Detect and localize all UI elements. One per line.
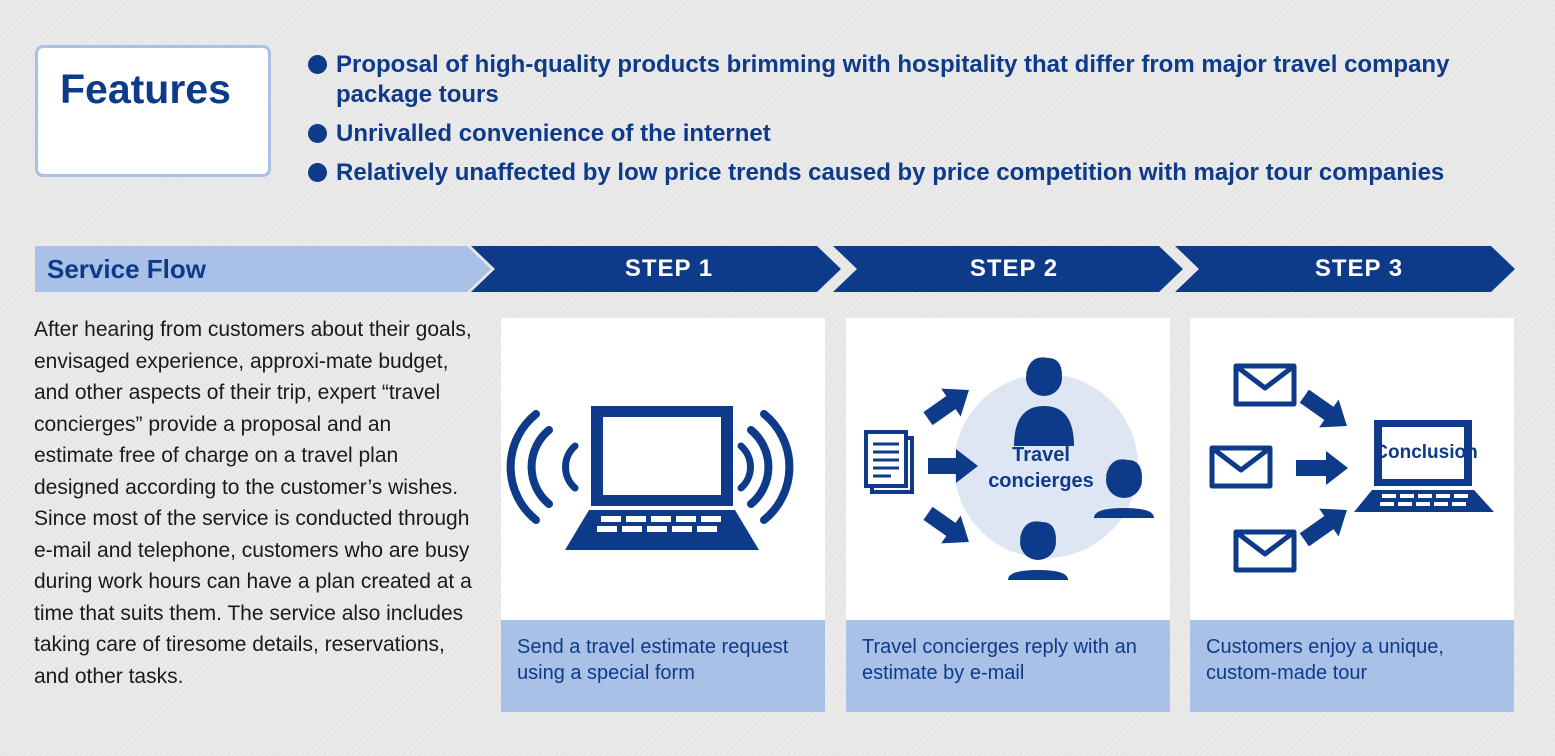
step-1-caption: Send a travel estimate request using a s… xyxy=(501,620,825,712)
service-flow-banner: Service Flow STEP 1 STEP 2 STEP 3 xyxy=(35,246,1515,292)
service-description: After hearing from customers about their… xyxy=(34,318,472,688)
document-icon xyxy=(864,430,914,494)
feature-item: Unrivalled convenience of the internet xyxy=(306,119,1536,149)
step-3-caption: Customers enjoy a unique, custom-made to… xyxy=(1190,620,1514,712)
concierges-label: Travel concierges xyxy=(988,444,1094,492)
step-1-panel: Send a travel estimate request using a s… xyxy=(501,318,825,712)
service-flow-title: Service Flow xyxy=(47,254,206,284)
features-box: Features xyxy=(35,45,271,177)
feature-item: Relatively unaffected by low price trend… xyxy=(306,158,1536,188)
step-3-chevron xyxy=(1175,246,1515,292)
step-1-chevron xyxy=(471,246,841,292)
features-list: Proposal of high-quality products brimmi… xyxy=(306,50,1536,197)
step-2-caption: Travel concierges reply with an estimate… xyxy=(846,620,1170,712)
conclusion-label: Conclusion xyxy=(1374,442,1478,463)
feature-text: Proposal of high-quality products brimmi… xyxy=(336,51,1450,108)
mail-to-laptop-icon xyxy=(1209,363,1494,573)
flow-title-segment xyxy=(35,246,491,292)
flow-chevrons xyxy=(35,246,1515,292)
concierges-icon xyxy=(864,357,1154,580)
bullet-icon xyxy=(308,163,327,182)
features-title: Features xyxy=(60,66,231,112)
bullet-icon xyxy=(308,55,327,74)
step-2-label: STEP 2 xyxy=(969,255,1059,282)
step-2-chevron xyxy=(833,246,1183,292)
step-2-panel: Travel concierges Travel concierges repl… xyxy=(846,318,1170,712)
step-3-panel: Conclusion Customers enjoy a unique, cus… xyxy=(1190,318,1514,712)
step-1-label: STEP 1 xyxy=(624,255,714,282)
feature-text: Unrivalled convenience of the internet xyxy=(336,120,771,147)
feature-item: Proposal of high-quality products brimmi… xyxy=(306,50,1536,110)
feature-text: Relatively unaffected by low price trend… xyxy=(336,159,1445,186)
bullet-icon xyxy=(308,124,327,143)
step-3-label: STEP 3 xyxy=(1314,255,1404,282)
wireless-laptop-icon xyxy=(506,406,794,550)
